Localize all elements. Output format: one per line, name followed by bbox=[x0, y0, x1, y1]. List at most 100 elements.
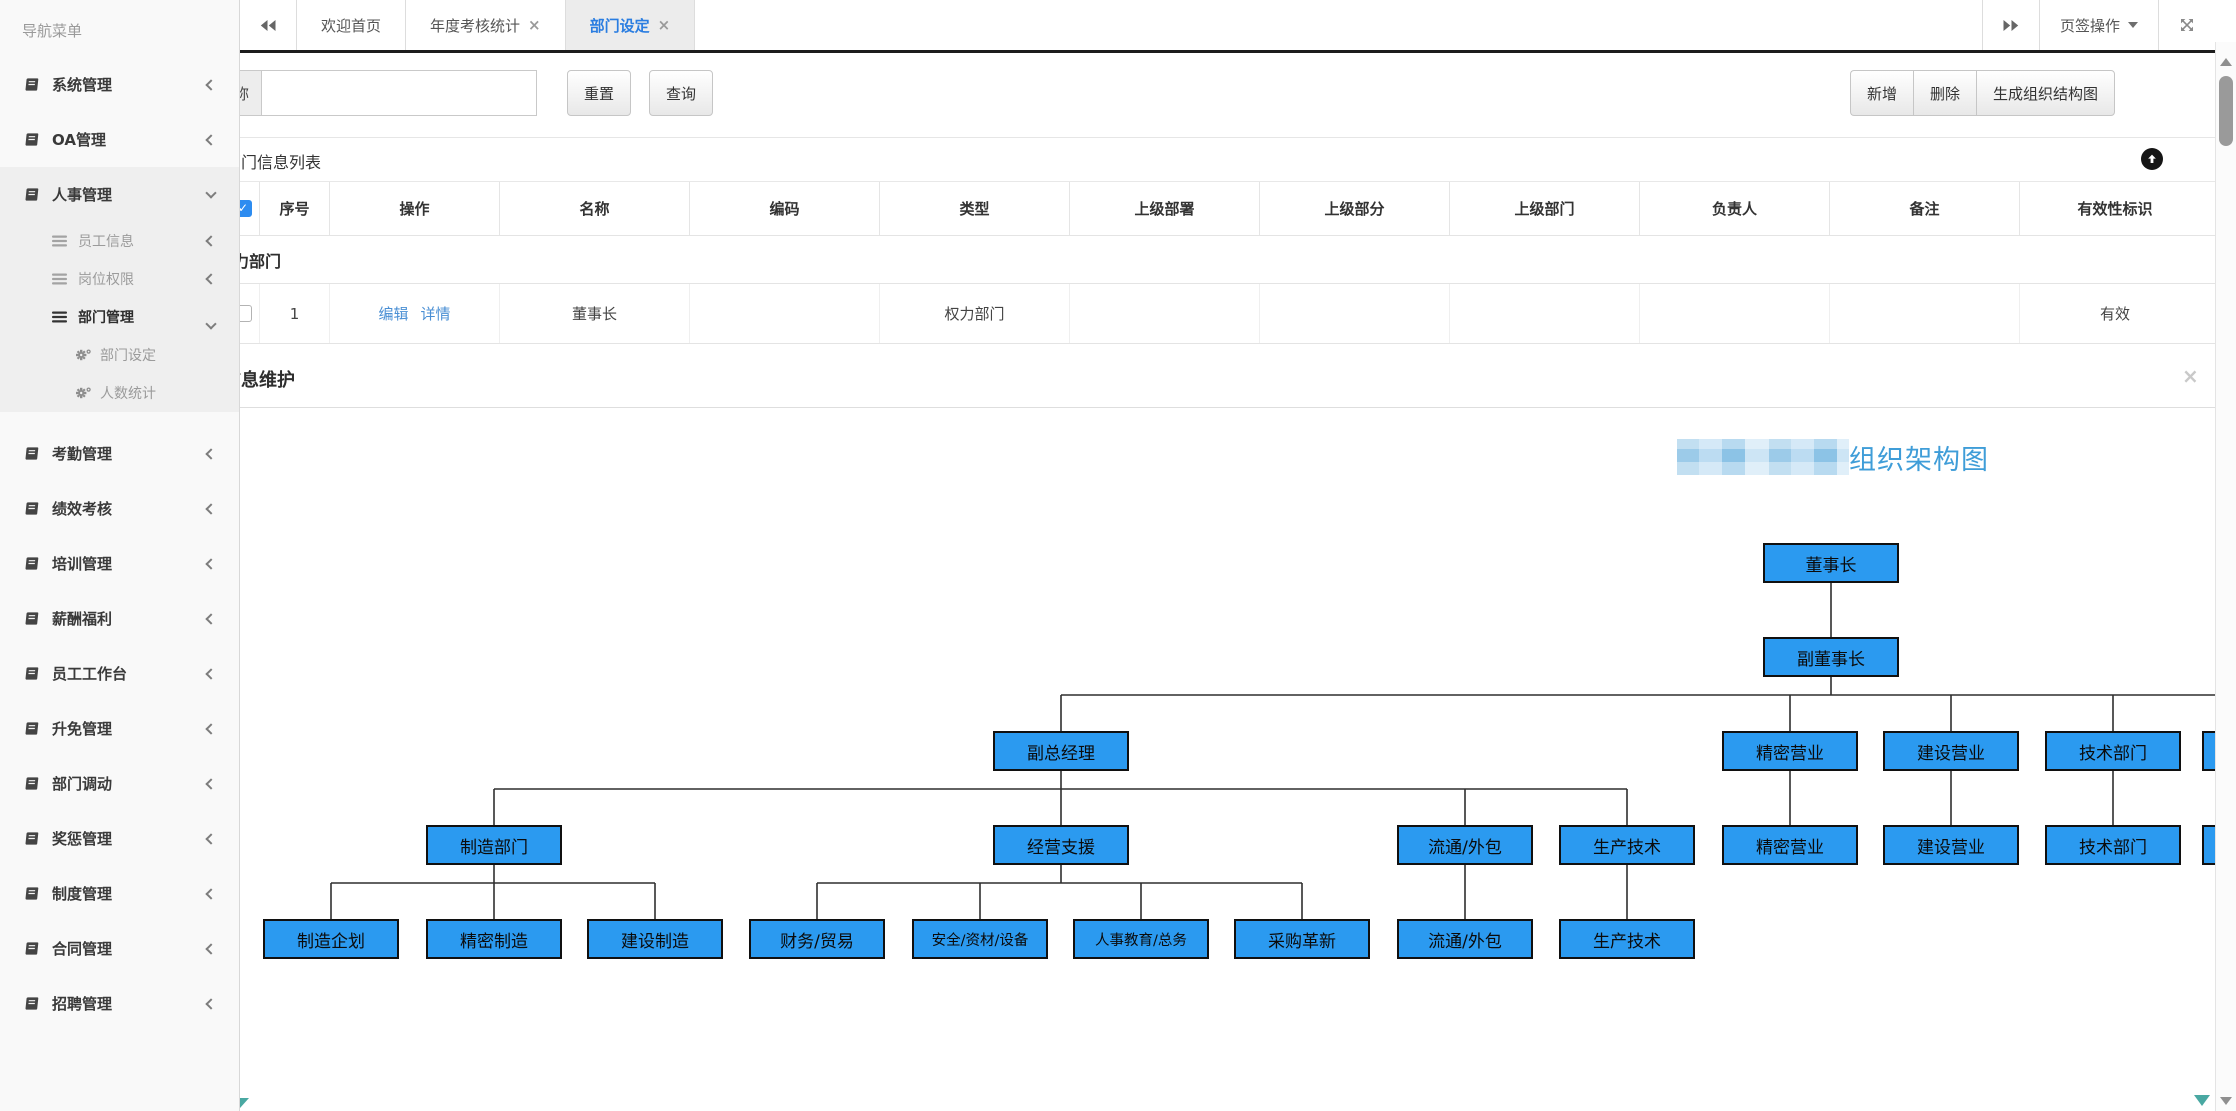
chevron-left-icon bbox=[205, 612, 217, 625]
sidebar-item-员工信息[interactable]: 员工信息 bbox=[0, 222, 239, 260]
tab-bar-spacer bbox=[695, 0, 1982, 50]
chevron-left-icon bbox=[205, 273, 217, 285]
close-icon[interactable]: × bbox=[2182, 364, 2199, 388]
chevron-left-icon bbox=[205, 887, 217, 900]
dept-list-panel-title: 部门信息列表 bbox=[225, 153, 322, 172]
book-icon bbox=[22, 556, 40, 571]
sidebar-item-薪酬福利[interactable]: 薪酬福利 bbox=[0, 591, 239, 646]
chevron-left-icon bbox=[205, 447, 217, 460]
chevron-left-icon bbox=[205, 78, 217, 91]
column-header-操作: 操作 bbox=[330, 182, 500, 235]
generate-org-chart-button[interactable]: 生成组织结构图 bbox=[1976, 70, 2116, 116]
sidebar-item-绩效考核[interactable]: 绩效考核 bbox=[0, 481, 239, 536]
chevron-left-icon bbox=[205, 667, 217, 680]
sidebar-item-OA管理[interactable]: OA管理 bbox=[0, 112, 239, 167]
sidebar-item-升免管理[interactable]: 升免管理 bbox=[0, 701, 239, 756]
tab-label: 年度考核统计 bbox=[430, 16, 521, 35]
book-icon bbox=[22, 886, 40, 901]
sidebar-item-label: 招聘管理 bbox=[52, 995, 113, 1013]
arrow-up-circle-icon[interactable] bbox=[2141, 148, 2163, 170]
tab-年度考核统计[interactable]: 年度考核统计 × bbox=[406, 0, 566, 50]
list-icon bbox=[50, 235, 68, 247]
dept-maintain-panel-header: 部门信息维护 × bbox=[187, 352, 2215, 408]
sidebar-item-label: 薪酬福利 bbox=[52, 610, 113, 628]
content-pane: 名称 重置 查询 新增 删除 生成组织结构图 部门信息列表 ✓序号操作名称编码类… bbox=[187, 0, 2215, 1111]
book-icon bbox=[22, 446, 40, 461]
sidebar-item-label: 部门管理 bbox=[78, 310, 134, 326]
double-right-arrow-icon[interactable] bbox=[1981, 0, 2039, 50]
column-header-序号: 序号 bbox=[260, 182, 330, 235]
sidebar-item-label: 部门设定 bbox=[100, 348, 156, 364]
close-icon[interactable]: × bbox=[528, 16, 541, 34]
sidebar-item-人事管理[interactable]: 人事管理 bbox=[0, 167, 239, 222]
panel-corner-marker-icon bbox=[240, 1098, 249, 1108]
org-chart-title: 组织架构图 bbox=[1677, 437, 1989, 477]
sidebar-item-label: 人事管理 bbox=[52, 186, 113, 204]
chevron-left-icon bbox=[205, 133, 217, 146]
table-actions-group: 新增 删除 生成组织结构图 bbox=[1850, 70, 2116, 116]
reset-button[interactable]: 重置 bbox=[567, 70, 632, 116]
sidebar-item-label: 奖惩管理 bbox=[52, 830, 113, 848]
scroll-up-arrow-icon[interactable] bbox=[2220, 58, 2232, 66]
sidebar-item-系统管理[interactable]: 系统管理 bbox=[0, 57, 239, 112]
cell-valid: 有效 bbox=[2099, 305, 2130, 323]
sidebar-item-奖惩管理[interactable]: 奖惩管理 bbox=[0, 811, 239, 866]
column-header-上级部署: 上级部署 bbox=[1070, 182, 1260, 235]
sidebar-item-制度管理[interactable]: 制度管理 bbox=[0, 866, 239, 921]
book-icon bbox=[22, 611, 40, 626]
list-icon bbox=[50, 273, 68, 285]
chevron-left-icon bbox=[205, 997, 217, 1010]
cell-code bbox=[690, 284, 880, 343]
tab-label: 欢迎首页 bbox=[321, 16, 382, 35]
book-icon bbox=[22, 666, 40, 681]
cell-sup1 bbox=[1070, 284, 1260, 343]
sidebar-item-培训管理[interactable]: 培训管理 bbox=[0, 536, 239, 591]
gears-icon bbox=[74, 348, 92, 362]
org-chart-title-text: 组织架构图 bbox=[1849, 444, 1989, 476]
tab-部门设定[interactable]: 部门设定 × bbox=[565, 0, 696, 50]
sidebar-item-招聘管理[interactable]: 招聘管理 bbox=[0, 976, 239, 1031]
table-group-row[interactable]: 权力部门 bbox=[197, 236, 2215, 284]
close-icon[interactable]: × bbox=[657, 16, 671, 34]
cell-sup2 bbox=[1260, 284, 1450, 343]
sidebar-title: 导航菜单 bbox=[22, 22, 83, 40]
sidebar-item-合同管理[interactable]: 合同管理 bbox=[0, 921, 239, 976]
add-button[interactable]: 新增 bbox=[1850, 70, 1914, 116]
sidebar-item-人数统计[interactable]: 人数统计 bbox=[0, 374, 239, 412]
sidebar-item-部门设定[interactable]: 部门设定 bbox=[0, 336, 239, 374]
name-search-input[interactable] bbox=[261, 70, 537, 116]
delete-button[interactable]: 删除 bbox=[1913, 70, 1977, 116]
chevron-left-icon bbox=[205, 235, 217, 247]
sidebar-item-考勤管理[interactable]: 考勤管理 bbox=[0, 426, 239, 481]
scroll-down-arrow-icon[interactable] bbox=[2220, 1097, 2232, 1105]
cell-owner bbox=[1640, 284, 1830, 343]
sidebar-item-岗位权限[interactable]: 岗位权限 bbox=[0, 260, 239, 298]
sidebar-item-label: OA管理 bbox=[52, 131, 106, 149]
tab-operations-menu[interactable]: 页签操作 bbox=[2038, 0, 2158, 50]
book-icon bbox=[22, 941, 40, 956]
fullscreen-icon[interactable] bbox=[2158, 0, 2215, 50]
query-button[interactable]: 查询 bbox=[649, 70, 714, 116]
cell-name: 董事长 bbox=[500, 284, 690, 343]
sidebar-item-部门管理[interactable]: 部门管理 bbox=[0, 298, 239, 336]
sidebar-item-label: 部门调动 bbox=[52, 775, 113, 793]
dept-list-panel-header: 部门信息列表 bbox=[197, 138, 2215, 182]
sidebar-item-员工工作台[interactable]: 员工工作台 bbox=[0, 646, 239, 701]
tab-欢迎首页[interactable]: 欢迎首页 bbox=[297, 0, 407, 50]
vertical-scrollbar[interactable] bbox=[2215, 42, 2236, 1111]
chevron-left-icon bbox=[205, 722, 217, 735]
panel-scroll-down-icon[interactable] bbox=[2194, 1095, 2210, 1106]
tab-label: 部门设定 bbox=[589, 16, 650, 35]
edit-link[interactable]: 编辑 bbox=[378, 305, 409, 323]
sidebar-item-部门调动[interactable]: 部门调动 bbox=[0, 756, 239, 811]
search-toolbar: 名称 重置 查询 新增 删除 生成组织结构图 bbox=[197, 53, 2215, 138]
detail-link[interactable]: 详情 bbox=[420, 305, 451, 323]
scrollbar-thumb[interactable] bbox=[2219, 76, 2233, 146]
chevron-left-icon bbox=[205, 777, 217, 790]
redacted-company-name bbox=[1677, 439, 1849, 475]
column-header-类型: 类型 bbox=[880, 182, 1070, 235]
list-icon bbox=[50, 311, 68, 323]
chevron-down-icon bbox=[205, 187, 217, 199]
double-left-arrow-icon[interactable] bbox=[240, 0, 297, 50]
